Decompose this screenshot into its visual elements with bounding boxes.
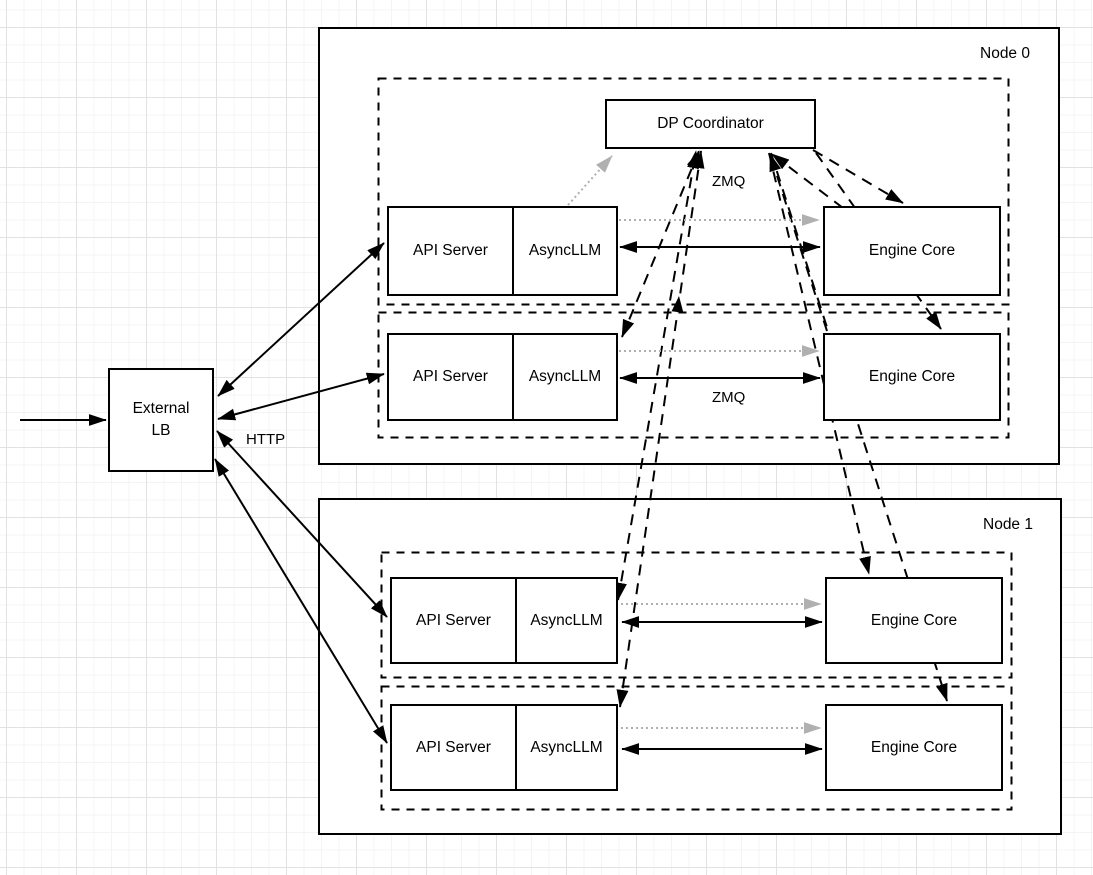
http-label: HTTP: [246, 431, 286, 448]
node0-row2-api-async-box: API Server AsyncLLM: [387, 333, 618, 421]
api-server-label: API Server: [389, 208, 514, 294]
dp-coordinator-box: DP Coordinator: [605, 99, 816, 149]
asyncllm-label: AsyncLLM: [528, 242, 602, 259]
external-lb-label-line1: External: [132, 399, 190, 417]
asyncllm-label: AsyncLLM: [530, 738, 603, 756]
external-lb-box: External LB: [108, 368, 214, 472]
api-server-label: API Server: [392, 579, 517, 662]
node0-row1-api-async-box: API Server AsyncLLM: [387, 206, 618, 296]
node0-row2-engine-core-box: Engine Core: [823, 333, 1001, 421]
zmq-coordinator-label: ZMQ: [712, 173, 746, 190]
node1-row1-engine-core-box: Engine Core: [825, 577, 1003, 664]
node1-row1-api-async-box: API Server AsyncLLM: [390, 577, 618, 664]
zmq-engine-label: ZMQ: [712, 389, 746, 406]
asyncllm-label: AsyncLLM: [530, 611, 603, 629]
node1-row2-api-async-box: API Server AsyncLLM: [390, 704, 618, 791]
api-server-label: API Server: [392, 706, 517, 789]
node1-row2-engine-core-box: Engine Core: [825, 704, 1003, 791]
node-1-title: Node 1: [983, 516, 1033, 533]
external-lb-label-line2: LB: [151, 422, 171, 439]
api-server-label: API Server: [389, 335, 514, 419]
asyncllm-label: AsyncLLM: [528, 368, 602, 385]
node0-row1-engine-core-box: Engine Core: [823, 206, 1001, 296]
node-0-title: Node 0: [980, 45, 1030, 62]
